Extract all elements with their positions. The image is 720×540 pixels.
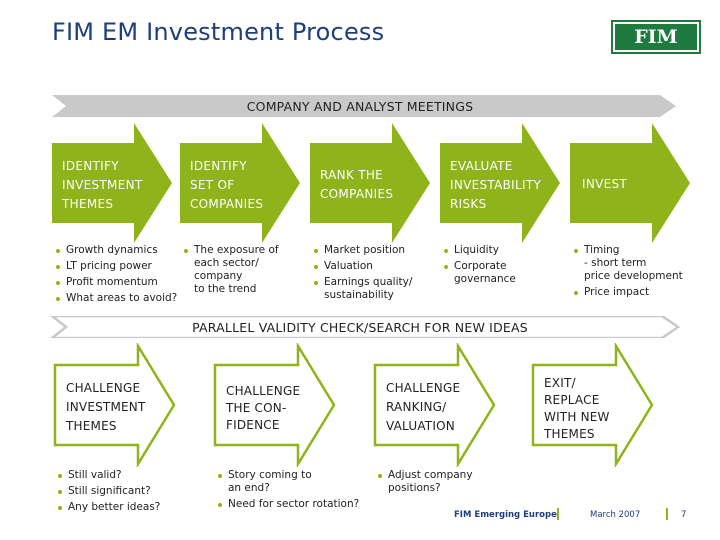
bullet-item: Liquidity bbox=[444, 244, 516, 257]
outline-chevron bbox=[213, 343, 336, 467]
challenge-label-line: VALUATION bbox=[386, 419, 455, 433]
challenge-label-line: THEMES bbox=[544, 427, 595, 441]
step-label-line: RANK THE bbox=[320, 168, 384, 182]
slide-title: FIM EM Investment Process bbox=[52, 18, 385, 46]
challenge-label-line: CHALLENGE bbox=[386, 381, 461, 395]
challenge-label: CHALLENGE THE CON- FIDENCE bbox=[226, 383, 300, 434]
green-chevron bbox=[310, 123, 430, 243]
bullet-item: Story coming to an end? bbox=[218, 469, 359, 495]
challenge-label: CHALLENGE INVESTMENT THEMES bbox=[66, 379, 146, 436]
step-label: IDENTIFY SET OF COMPANIES bbox=[190, 157, 263, 214]
outline-chevron bbox=[531, 343, 654, 467]
footer-divider bbox=[666, 508, 668, 520]
step-bullets: The exposure of each sector/ company to … bbox=[184, 244, 279, 299]
bullet-item: Price impact bbox=[574, 286, 683, 299]
challenge-label-line: CHALLENGE bbox=[66, 381, 141, 395]
step-label-line: EVALUATE bbox=[450, 159, 513, 173]
bullet-item: Any better ideas? bbox=[58, 501, 160, 514]
bullet-item: Adjust company positions? bbox=[378, 469, 473, 495]
banner-arrow-shape bbox=[52, 95, 676, 117]
bullet-item: Need for sector rotation? bbox=[218, 498, 359, 511]
bullet-item: Timing - short term price development bbox=[574, 244, 683, 283]
step-label-line: INVEST bbox=[582, 177, 628, 191]
challenge-label-line: RANKING/ bbox=[386, 400, 447, 414]
outline-chevron bbox=[53, 343, 176, 467]
step-label-line: INVESTMENT bbox=[62, 178, 143, 192]
bullet-item: Growth dynamics bbox=[56, 244, 177, 257]
step-label-line: THEMES bbox=[62, 197, 114, 211]
step-label-line: IDENTIFY bbox=[190, 159, 247, 173]
challenge-bullets: Adjust company positions? bbox=[378, 469, 473, 498]
step-label-line: INVESTABILITY bbox=[450, 178, 542, 192]
step-label: IDENTIFY INVESTMENT THEMES bbox=[62, 157, 143, 214]
challenge-bullets: Story coming to an end? Need for sector r… bbox=[218, 469, 359, 514]
banner-company-meetings: COMPANY AND ANALYST MEETINGS bbox=[0, 95, 720, 117]
step-label-line: IDENTIFY bbox=[62, 159, 119, 173]
challenge-label-line: FIDENCE bbox=[226, 418, 280, 432]
bullet-item: LT pricing power bbox=[56, 260, 177, 273]
bullet-item: Still valid? bbox=[58, 469, 160, 482]
challenge-label-line: REPLACE bbox=[544, 393, 600, 407]
banner-label: COMPANY AND ANALYST MEETINGS bbox=[246, 99, 474, 114]
challenge-label: CHALLENGE RANKING/VALUATION bbox=[386, 379, 460, 436]
challenge-label-line: THEMES bbox=[66, 419, 117, 433]
challenge-label-line: INVESTMENT bbox=[66, 400, 146, 414]
green-chevron bbox=[180, 123, 300, 243]
step-label: EVALUATE INVESTABILITY RISKS bbox=[450, 157, 541, 214]
footer-date: March 2007 bbox=[590, 510, 641, 520]
outline-chevron bbox=[373, 343, 496, 467]
challenge-label-line: EXIT/ bbox=[544, 376, 576, 390]
banner-parallel-check: PARALLEL VALIDITY CHECK/SEARCH FOR NEW I… bbox=[0, 316, 720, 338]
step-label-line: COMPANIES bbox=[320, 187, 394, 201]
footer-divider bbox=[557, 508, 559, 520]
bullet-item: Market position bbox=[314, 244, 412, 257]
green-chevron bbox=[52, 123, 172, 243]
banner-label: PARALLEL VALIDITY CHECK/SEARCH FOR NEW I… bbox=[192, 320, 528, 335]
green-chevron bbox=[570, 123, 690, 243]
fim-logo: FIM bbox=[611, 20, 701, 54]
bullet-item: Still significant? bbox=[58, 485, 160, 498]
step-label: RANK THE COMPANIES bbox=[320, 166, 393, 204]
step-label-line: RISKS bbox=[450, 197, 487, 211]
challenge-label-line: CHALLENGE bbox=[226, 384, 301, 398]
challenge-label: EXIT/REPLACE WITH NEW THEMES bbox=[544, 375, 610, 443]
footer-page-number: 7 bbox=[681, 510, 687, 520]
bullet-item: What areas to avoid? bbox=[56, 292, 177, 305]
bullet-item: Valuation bbox=[314, 260, 412, 273]
bullet-item: The exposure of each sector/ company to … bbox=[184, 244, 279, 296]
banner-arrow-shape bbox=[49, 316, 681, 338]
step-label-line: COMPANIES bbox=[190, 197, 264, 211]
step-label-line: SET OF bbox=[190, 178, 235, 192]
green-chevron bbox=[440, 123, 560, 243]
footer-brand: FIM Emerging Europe bbox=[454, 510, 557, 520]
challenge-label-line: THE CON- bbox=[226, 401, 287, 415]
challenge-bullets: Still valid? Still significant? Any better… bbox=[58, 469, 160, 517]
bullet-item: Corporate governance bbox=[444, 260, 516, 286]
bullet-item: Profit momentum bbox=[56, 276, 177, 289]
bullet-item: Earnings quality/ sustainability bbox=[314, 276, 412, 302]
step-label: INVEST bbox=[582, 175, 627, 194]
challenge-label-line: WITH NEW bbox=[544, 410, 610, 424]
